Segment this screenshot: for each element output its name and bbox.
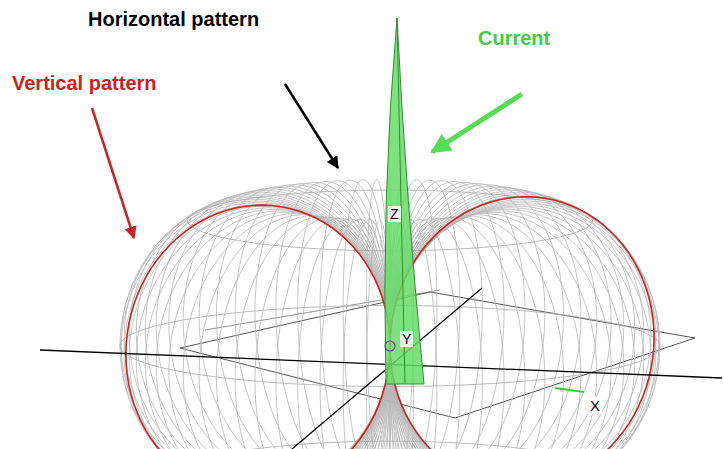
pattern-label: Vertical pattern: [12, 72, 157, 94]
pattern-meridian: [343, 220, 390, 449]
pattern-label-text: Vertical pattern: [12, 72, 157, 94]
pattern-meridian: [124, 197, 390, 449]
pattern-meridian: [320, 219, 390, 449]
axis-label: X: [588, 397, 602, 415]
axis-label-text: X: [588, 397, 602, 414]
pointer-arrow: [432, 94, 522, 152]
pattern-label-text: Horizontal pattern: [88, 8, 259, 30]
pattern-label: Horizontal pattern: [88, 8, 259, 30]
pattern-meridian: [129, 196, 390, 449]
pattern-label-text: Current: [478, 27, 550, 49]
pointer-arrow: [92, 108, 134, 238]
pattern-meridian: [183, 213, 390, 449]
pattern-meridian: [390, 197, 656, 449]
pattern-label: Current: [478, 27, 550, 49]
coordinate-axes: [40, 288, 722, 449]
pattern-meridian: [145, 209, 390, 449]
current-distribution: [385, 18, 424, 384]
origin-mark: [385, 341, 395, 351]
pattern-meridian: [390, 191, 624, 449]
pointer-arrow: [285, 84, 338, 168]
ground-plane: [180, 290, 695, 418]
axis-label: Z: [388, 205, 401, 223]
axis-label: Y: [400, 330, 413, 348]
axis-label-text: Z: [388, 206, 401, 222]
vertical-pattern-curve: [126, 205, 390, 449]
axis-label-text: Y: [400, 331, 413, 347]
pattern-meridian: [156, 191, 390, 449]
vertical-pattern-curve: [390, 197, 654, 449]
pattern-parallel: [188, 441, 593, 449]
pattern-meridian: [199, 215, 390, 449]
